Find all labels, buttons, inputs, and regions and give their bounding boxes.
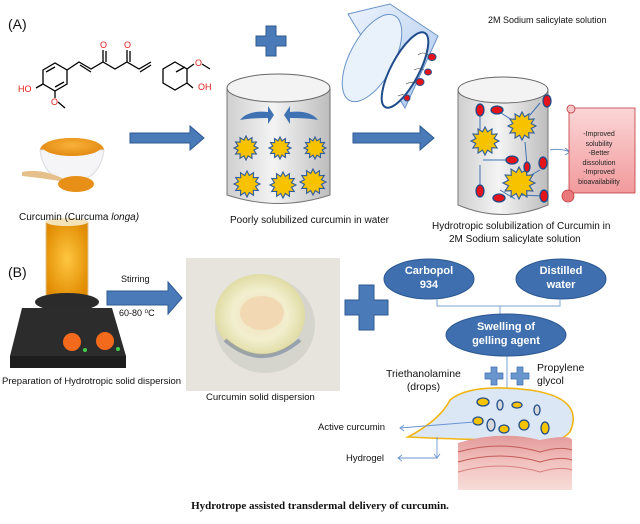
carbopol-line1: Carbopol: [404, 265, 454, 277]
hydrogel-bead: [511, 401, 523, 409]
molecule-ho-label: HO: [18, 84, 32, 94]
carbopol-label: Carbopol 934: [395, 264, 463, 292]
hydrogel-bead: [472, 416, 484, 426]
salicylate-solution-label: 2M Sodium salicylate solution: [488, 15, 607, 25]
curcumin-particle-icon: [298, 167, 328, 197]
hydrotropic-solution-beaker: [457, 76, 552, 215]
solid-dispersion-photo: [186, 258, 340, 391]
water-beaker: [226, 73, 331, 204]
distilled-water-label: Distilled water: [527, 264, 595, 292]
molecule-carbonyl-o-1: O: [100, 40, 108, 50]
molecule-methoxy-o-1: O: [51, 97, 59, 107]
molecule-methoxy-o-2: O: [195, 58, 203, 68]
carbopol-line2: 934: [419, 279, 439, 291]
triethanolamine-line2: (drops): [406, 381, 441, 393]
triethanolamine-line1: Triethanolamine: [386, 368, 461, 380]
arrow-to-water-beaker: [129, 124, 205, 152]
stirring-arrow: [106, 280, 183, 316]
curcumin-particle-icon: [469, 125, 501, 157]
benefits-list: -Improved solubility -Better dissolution…: [572, 130, 626, 187]
oval-carbopol: [383, 258, 475, 300]
plus-icon-large: [344, 284, 389, 331]
figure-caption: Hydrotrope assisted transdermal delivery…: [191, 500, 449, 512]
hydrogel-bead: [533, 404, 541, 416]
plus-icon-top: [255, 25, 287, 57]
hydrotropic-caption-line1: Hydrotropic solubilization of Curcumin i…: [432, 221, 611, 232]
magnetic-stirrer-image: [10, 218, 126, 368]
curcumin-particle-icon: [268, 170, 298, 200]
benefit-item: -Improved: [583, 169, 615, 176]
active-curcumin-label: Active curcumin: [318, 422, 386, 433]
panel-label-b: (B): [8, 264, 27, 280]
label-pointers: [397, 421, 475, 462]
molecule-oh-label: OH: [198, 82, 212, 92]
curcumin-particle-icon: [232, 134, 260, 162]
water-line1: Distilled: [539, 265, 583, 277]
swelling-line2: gelling agent: [472, 335, 540, 347]
salicylate-solution-tube: [341, 3, 439, 110]
hydrogel-label: Hydrogel: [346, 453, 385, 464]
benefit-item: solubility: [585, 140, 613, 148]
curcumin-powder-bowl-image: [22, 138, 105, 192]
oval-swelling: [445, 313, 567, 357]
stirrer-caption: Preparation of Hydrotropic solid dispers…: [2, 376, 182, 387]
stirring-label: Stirring: [121, 274, 150, 284]
triethanolamine-label: Triethanolamine (drops): [386, 368, 461, 394]
pointer-arrow-to-benefits: [549, 147, 571, 156]
curcumin-structure: [35, 50, 211, 109]
curcumin-particle-icon: [506, 110, 538, 142]
hydrogel-bead: [518, 419, 530, 431]
swelling-label: Swelling of gelling agent: [456, 320, 556, 348]
swelling-line1: Swelling of: [476, 321, 536, 333]
skin-layers-image: [457, 435, 573, 490]
curcumin-caption-species: longa): [111, 212, 140, 223]
hydrogel-bead: [540, 421, 550, 435]
hydrogel-bead: [498, 424, 510, 434]
benefit-item: bioavailability: [578, 178, 620, 186]
water-beaker-caption: Poorly solubilized curcumin in water: [230, 215, 389, 226]
hydrogel-bead: [496, 399, 504, 411]
oval-distilled-water: [515, 258, 607, 300]
benefit-item: dissolution: [582, 159, 616, 167]
curcumin-caption-text: Curcumin (Curcuma: [19, 212, 112, 223]
arrow-to-hydrotropic-beaker: [352, 124, 435, 152]
hydrogel-bead: [476, 397, 490, 407]
propylene-glycol-label: Propylene glycol: [537, 362, 584, 388]
hydrogel-bead: [486, 418, 496, 432]
curcumin-particle-icon: [302, 135, 328, 161]
panel-label-a: (A): [8, 16, 27, 32]
benefit-item: -Improved: [583, 131, 615, 138]
plus-icon-small-left: [484, 366, 504, 386]
curcumin-particle-icon: [232, 169, 262, 199]
propylene-line2: glycol: [537, 375, 564, 387]
curcumin-particle-icon: [267, 135, 293, 161]
hydrotropic-caption-line2: 2M Sodium salicylate solution: [449, 234, 581, 245]
benefit-item: -Better: [588, 150, 610, 157]
benefits-scroll: [561, 104, 636, 203]
propylene-line1: Propylene: [537, 362, 585, 374]
dispersion-caption: Curcumin solid dispersion: [206, 392, 315, 403]
curcumin-caption: Curcumin (Curcuma longa): [19, 212, 139, 223]
temperature-label: 60-80 ⁰C: [119, 308, 155, 318]
molecule-carbonyl-o-2: O: [124, 40, 132, 50]
hydrogel-droplet: [405, 387, 574, 444]
plus-icon-small-right: [510, 366, 530, 386]
water-line2: water: [546, 279, 576, 291]
